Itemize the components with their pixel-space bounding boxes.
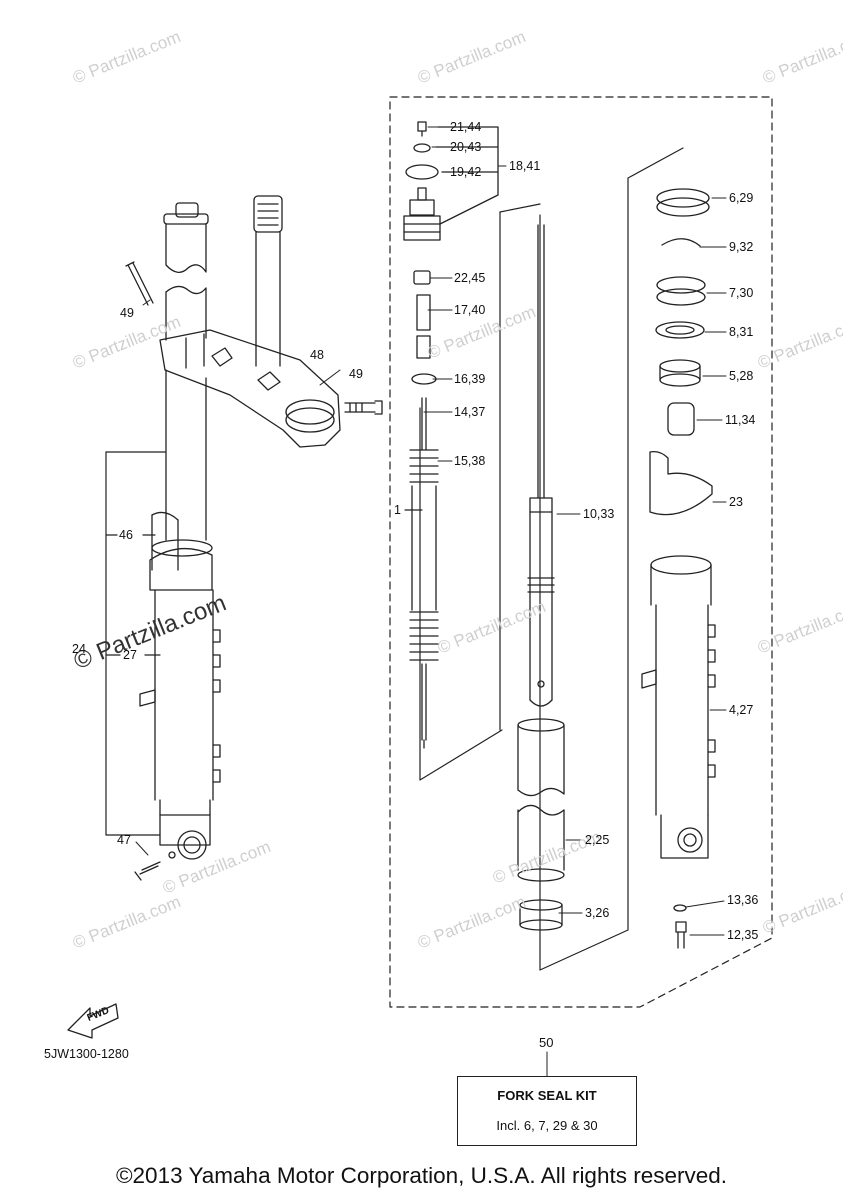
callout-label: 3,26	[585, 906, 610, 920]
diagram-code: 5JW1300-1280	[44, 1047, 129, 1061]
cartridge-parts	[403, 121, 565, 931]
callout-label: 18,41	[509, 159, 541, 173]
leader-lines	[135, 126, 727, 936]
callout-label: 12,35	[727, 928, 759, 942]
callout-label: 23	[729, 495, 743, 509]
callout-label: 49	[349, 367, 363, 381]
callout-label: 15,38	[454, 454, 486, 468]
kit-ref-number: 50	[539, 1035, 554, 1050]
assembled-fork	[125, 195, 383, 881]
callout-label: 7,30	[729, 286, 754, 300]
callout-label: 8,31	[729, 325, 754, 339]
kit-note: Incl. 6, 7, 29 & 30	[496, 1118, 598, 1133]
outer-tube-parts	[641, 188, 716, 949]
copyright-notice: ©2013 Yamaha Motor Corporation, U.S.A. A…	[115, 1163, 728, 1188]
callout-label: 9,32	[729, 240, 754, 254]
assembly-box	[389, 96, 773, 1008]
callout-label: 17,40	[454, 303, 486, 317]
callout-label: 19,42	[450, 165, 482, 179]
callout-label: 14,37	[454, 405, 486, 419]
callout-label: 11,34	[725, 413, 756, 427]
callout-label: 4,27	[729, 703, 754, 717]
callout-label: 10,33	[583, 507, 615, 521]
callout-label: 22,45	[454, 271, 486, 285]
callout-label: 16,39	[454, 372, 486, 386]
kit-title: FORK SEAL KIT	[497, 1088, 597, 1103]
callout-label: 1	[394, 503, 401, 517]
callout-label: 2,25	[585, 833, 610, 847]
callout-label: 13,36	[727, 893, 759, 907]
callout-label: 49	[120, 306, 134, 320]
sub-assembly-frames	[105, 147, 684, 971]
fork-seal-kit-box: FORK SEAL KIT Incl. 6, 7, 29 & 30	[457, 1076, 637, 1146]
callout-label: 24	[72, 642, 86, 656]
callout-label: 27	[123, 648, 137, 662]
callout-label: 6,29	[729, 191, 754, 205]
callout-label: 46	[119, 528, 133, 542]
callout-label: 20,43	[450, 140, 482, 154]
callout-label: 21,44	[450, 120, 482, 134]
callout-label: 5,28	[729, 369, 754, 383]
fwd-arrow-icon	[67, 1003, 119, 1039]
callout-label: 48	[310, 348, 324, 362]
callout-label: 47	[117, 833, 131, 847]
